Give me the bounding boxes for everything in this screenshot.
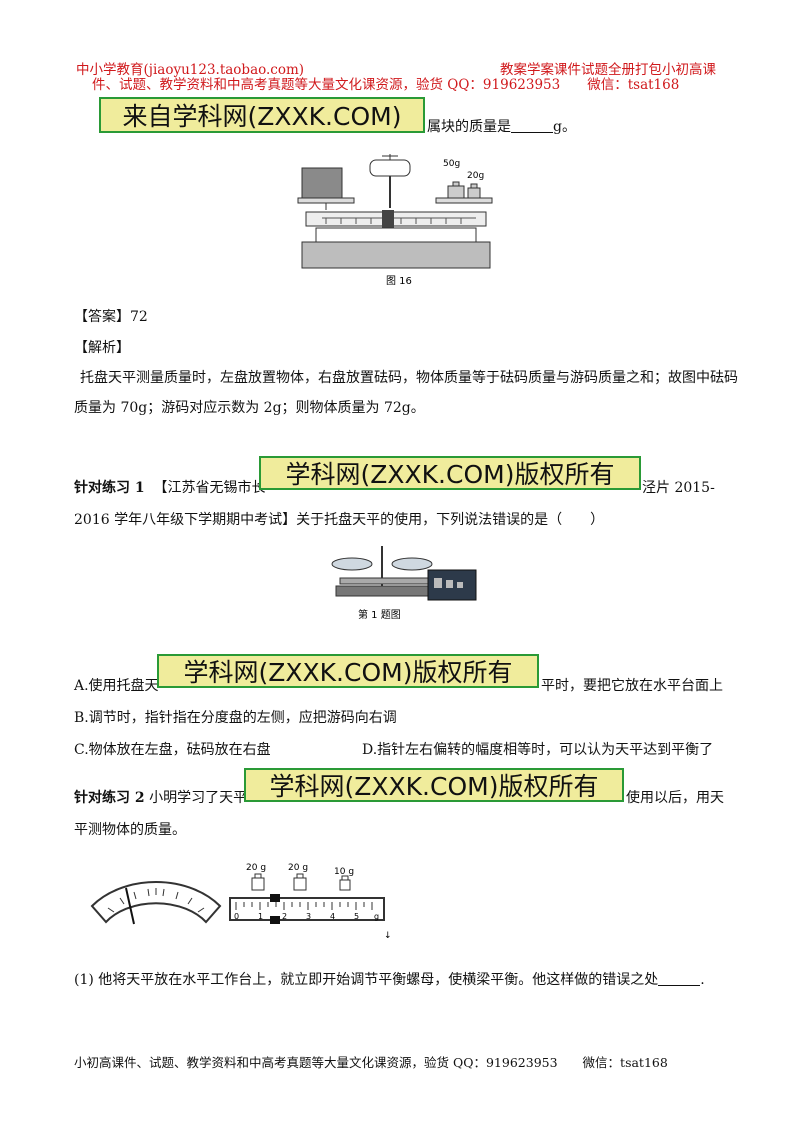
practice-1-line-1: 针对练习 1 【江苏省无锡市长 — [74, 478, 266, 498]
answer-blank — [658, 971, 701, 986]
watermark-banner: 学科网(ZXXK.COM)版权所有 — [157, 654, 539, 688]
watermark-banner: 学科网(ZXXK.COM)版权所有 — [259, 456, 641, 490]
scale-label-1: 1 — [258, 912, 263, 921]
option-a-post: 平时，要把它放在水平台面上 — [541, 678, 723, 694]
practice-2-line-2: 平测物体的质量。 — [74, 822, 186, 838]
answer-label: 【答案】 — [74, 309, 130, 325]
weight-50g-label: 50g — [443, 159, 460, 169]
analysis-line-2: 质量为 70g；游码对应示数为 2g；则物体质量为 72g。 — [74, 400, 425, 416]
practice-1-figure: 第 1 题图 — [331, 546, 477, 621]
scale-label-0: 0 — [234, 912, 239, 921]
practice-2-pre: 小明学习了天平 — [149, 790, 248, 806]
scale-label-2: 2 — [282, 912, 287, 921]
practice-1-post: 泾片 2015- — [642, 480, 715, 496]
analysis-label: 【解析】 — [74, 340, 130, 356]
header-line2: 件、试题、教学资料和中高考真题等大量文化课资源，验货 QQ：919623953 … — [92, 77, 680, 93]
answer-blank — [511, 118, 553, 133]
practice-1-line-2: 2016 学年八年级下学期期中考试】关于托盘天平的使用，下列说法错误的是（ ） — [74, 512, 605, 528]
weight-2-label: 20 g — [288, 863, 308, 873]
answer-line: 【答案】72 — [74, 307, 148, 327]
figure-16-balance: 50g 20g 图 16 — [297, 154, 493, 287]
question-unit: g。 — [553, 119, 576, 135]
watermark-banner: 来自学科网(ZXXK.COM) — [99, 97, 425, 133]
down-arrow-icon: ↓ — [384, 931, 392, 941]
practice-1-label: 针对练习 1 — [74, 480, 145, 496]
answer-value: 72 — [130, 309, 148, 325]
watermark-banner: 学科网(ZXXK.COM)版权所有 — [244, 768, 624, 802]
footer-text: 小初高课件、试题、教学资料和中高考真题等大量文化课资源，验货 QQ：919623… — [74, 1055, 668, 1070]
practice-2-q1-end: . — [700, 972, 705, 988]
scale-label-4: 4 — [330, 912, 335, 921]
question-tail: 属块的质量是 g。 — [427, 117, 576, 137]
scale-label-3: 3 — [306, 912, 311, 921]
practice-2-line-1: 针对练习 2 小明学习了天平 — [74, 788, 247, 808]
practice-1-figure-caption: 第 1 题图 — [358, 608, 401, 621]
scale-label-5: 5 — [354, 912, 359, 921]
practice-2-figure: 20 g 20 g 10 g 0 1 2 3 4 5 g ↓ — [90, 863, 392, 941]
practice-2-q1: (1) 他将天平放在水平工作台上，就立即开始调节平衡螺母，使横梁平衡。他这样做的… — [74, 970, 705, 990]
header-right: 教案学案课件试题全册打包小初高课 — [500, 62, 716, 78]
analysis-line-1: 托盘天平测量质量时，左盘放置物体，右盘放置砝码，物体质量等于砝码质量与游码质量之… — [80, 370, 738, 386]
header-left: 中小学教育(jiaoyu123.taobao.com) — [76, 62, 305, 78]
practice-2-label: 针对练习 2 — [74, 790, 145, 806]
option-d: D.指针左右偏转的幅度相等时，可以认为天平达到平衡了 — [362, 742, 714, 758]
weight-3-label: 10 g — [334, 867, 354, 877]
practice-2-q1-text: (1) 他将天平放在水平工作台上，就立即开始调节平衡螺母，使横梁平衡。他这样做的… — [74, 972, 659, 988]
option-c: C.物体放在左盘，砝码放在右盘 — [74, 742, 271, 758]
scale-unit: g — [374, 912, 379, 921]
question-tail-text: 属块的质量是 — [427, 119, 511, 135]
practice-2-post: 使用以后，用天 — [626, 790, 724, 806]
option-a-pre: A.使用托盘天 — [74, 678, 159, 694]
weight-20g-label: 20g — [467, 171, 484, 181]
option-b: B.调节时，指针指在分度盘的左侧，应把游码向右调 — [74, 710, 397, 726]
figure-16-caption: 图 16 — [386, 275, 412, 287]
practice-1-pre: 【江苏省无锡市长 — [153, 480, 266, 496]
weight-1-label: 20 g — [246, 863, 266, 873]
